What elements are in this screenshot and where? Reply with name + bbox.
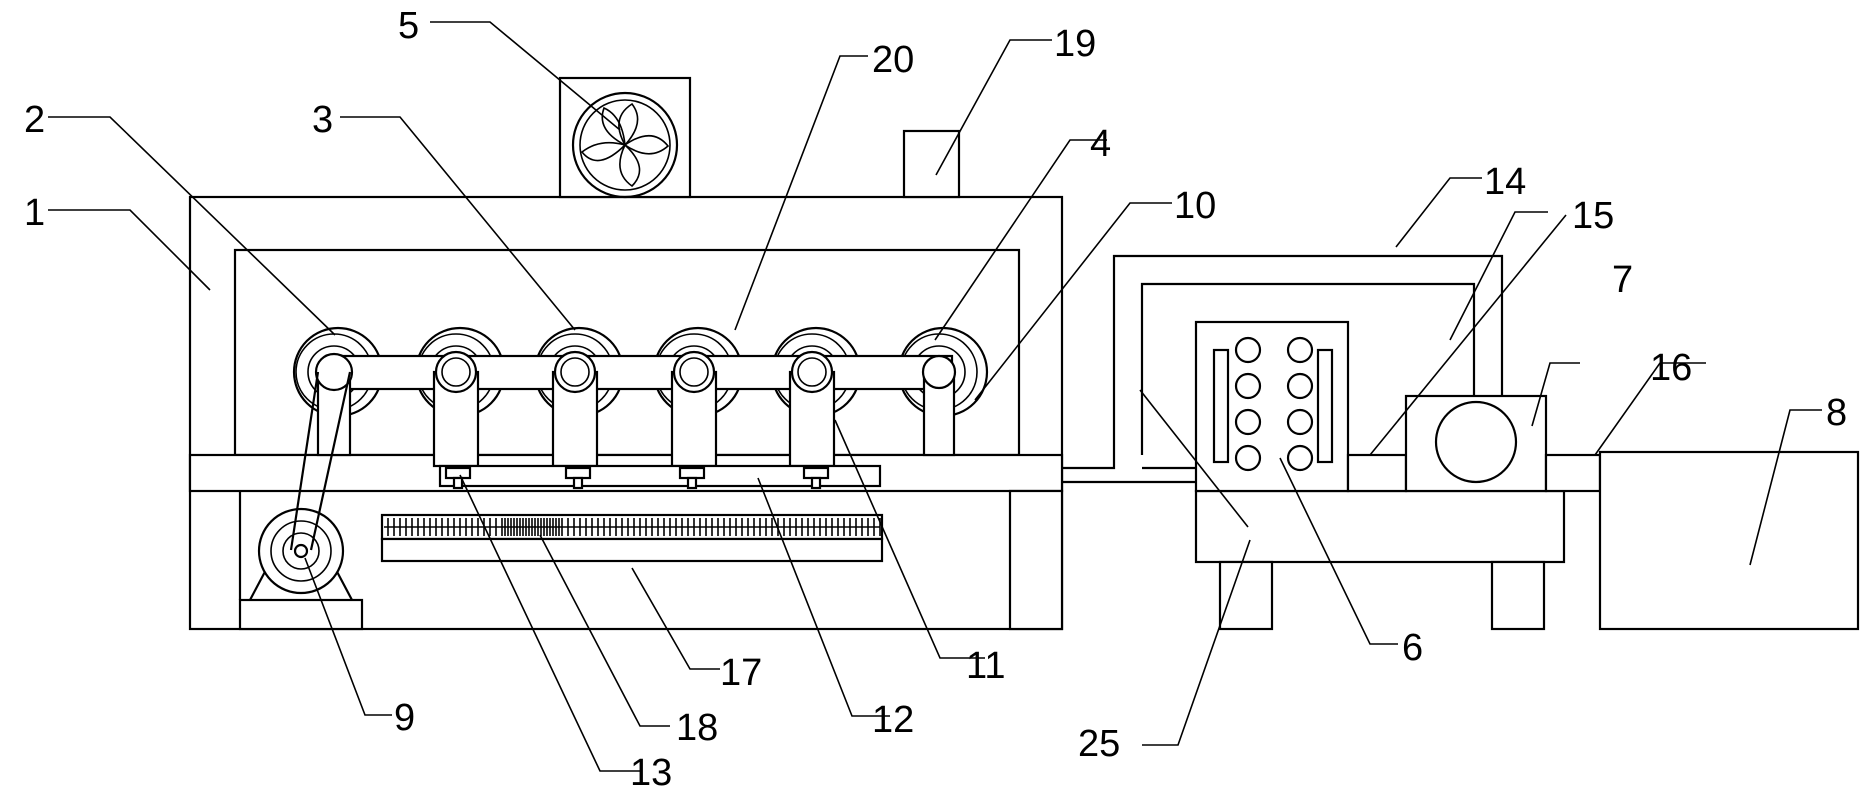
panel-knob [1286,408,1314,436]
exhaust-chimney [902,129,961,199]
label-13: 13 [630,752,672,793]
label-5: 5 [398,5,419,47]
label-16: 16 [1650,347,1692,389]
nozzle-units [444,466,830,490]
panel-knob [1286,336,1314,364]
right-support-post [921,354,957,457]
hanger-arm [788,350,836,468]
label-4: 4 [1090,123,1111,165]
control-panel [1194,320,1350,493]
label-20: 20 [872,39,914,81]
label-8: 8 [1826,392,1847,434]
drive-motor [238,371,364,631]
panel-knob [1234,408,1262,436]
label-7: 7 [1612,259,1633,301]
collection-tray [380,537,884,563]
label-25: 25 [1078,723,1120,765]
panel-knob [1234,372,1262,400]
storage-tank [1598,450,1860,631]
label-9: 9 [394,697,415,739]
label-2: 2 [24,99,45,141]
label-10: 10 [1174,185,1216,227]
filter-mesh [380,513,884,541]
label-1: 1 [24,192,45,234]
label-18: 18 [676,707,718,749]
cabinet-base [1194,489,1566,631]
fan-blades-icon [580,102,670,188]
panel-knob [1234,444,1262,472]
hanger-arm [551,350,599,468]
label-14: 14 [1484,161,1526,203]
panel-knob [1286,444,1314,472]
label-3: 3 [312,99,333,141]
panel-knob [1286,372,1314,400]
spray-frame [438,464,882,490]
pump-unit [1346,394,1548,493]
outlet-pipe [1544,453,1602,493]
panel-knob [1234,336,1262,364]
label-12: 12 [872,699,914,741]
nozzle [802,466,830,490]
nozzle [678,466,706,490]
left-drive-roller [314,352,354,457]
nozzle [444,466,472,490]
hanger-arm [432,350,480,468]
label-15: 15 [1572,195,1614,237]
hanger-arm [670,350,718,468]
label-19: 19 [1054,23,1096,65]
transmission-bar [330,354,954,391]
label-6: 6 [1402,627,1423,669]
label-11: 11 [966,645,1005,687]
label-17: 17 [720,652,762,694]
spray-hangers [432,350,836,468]
circulation-pipe [1062,254,1504,484]
nozzle [564,466,592,490]
leader-lines [48,21,1822,772]
